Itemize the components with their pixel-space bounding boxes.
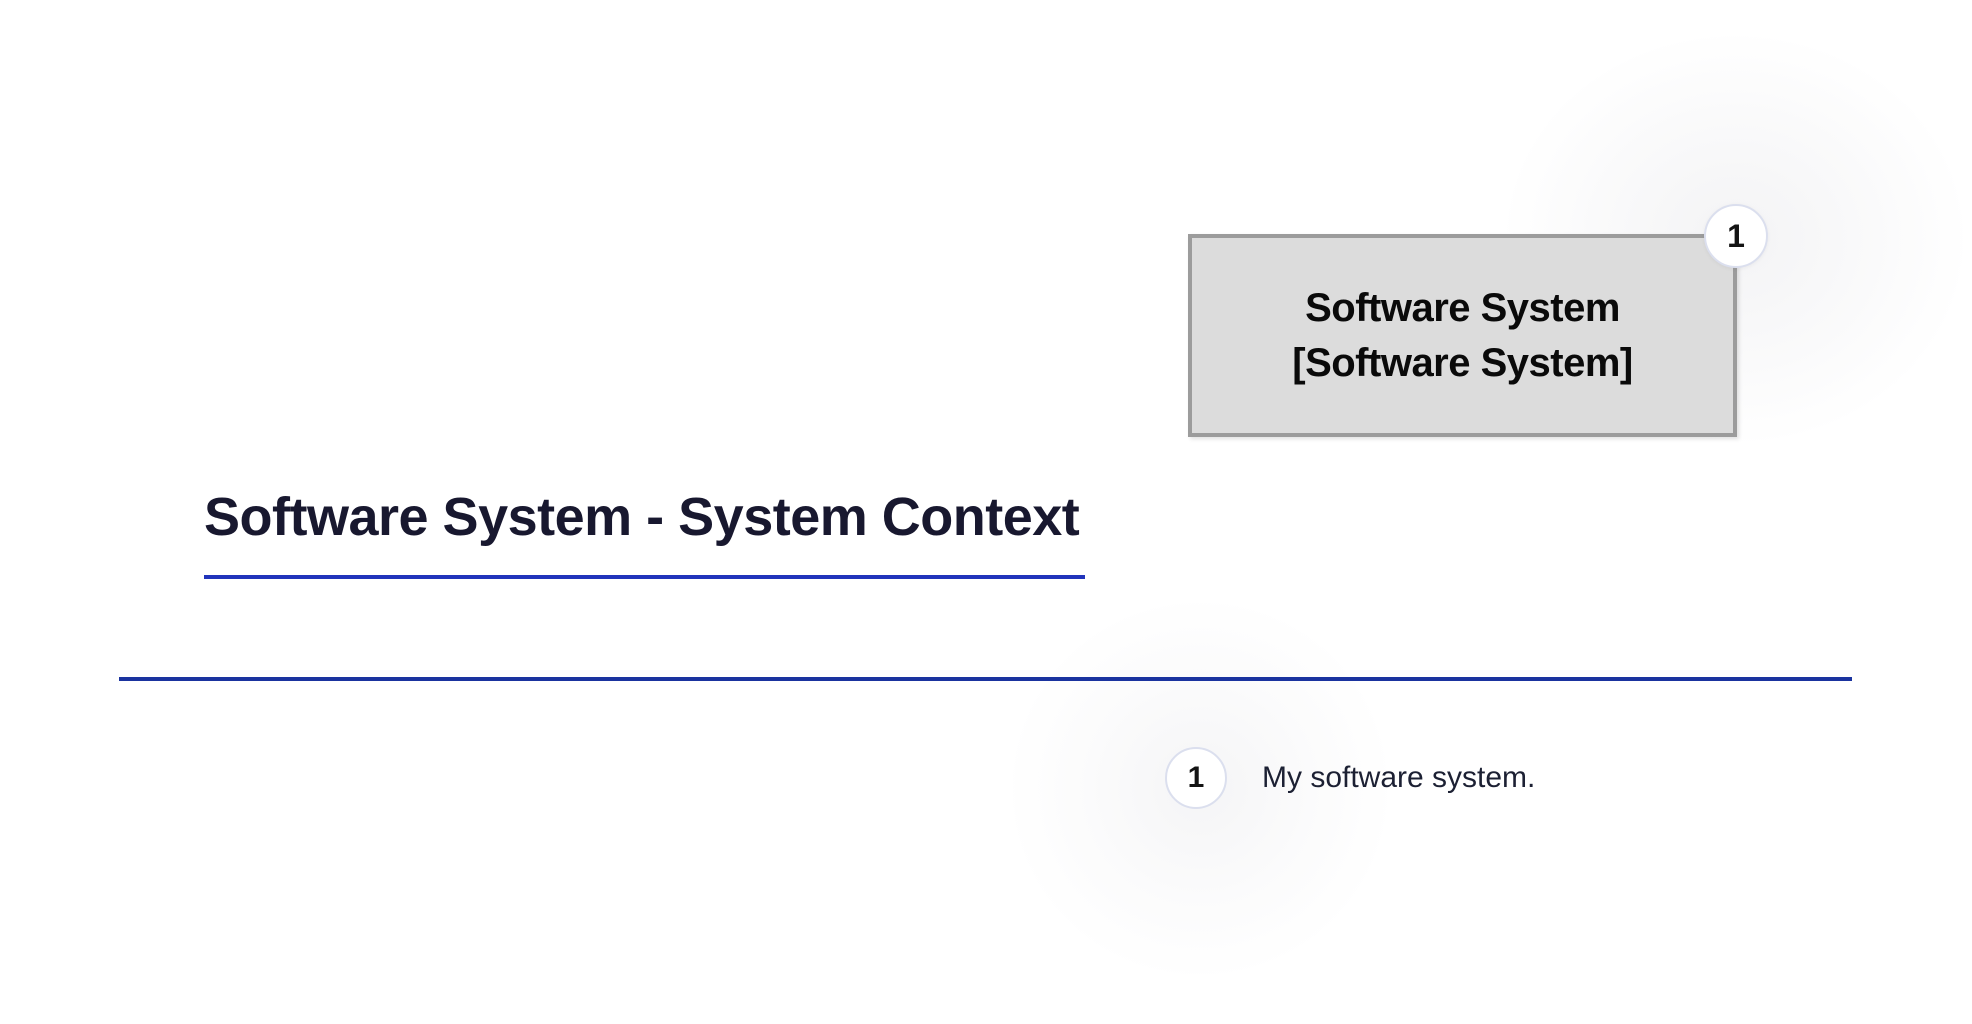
element-number-badge: 1 <box>1704 204 1768 268</box>
legend-badge-glow <box>1005 595 1395 1024</box>
legend-number-badge: 1 <box>1165 747 1227 809</box>
software-system-node-name: Software System <box>1305 285 1620 330</box>
software-system-node[interactable]: Software System [Software System] <box>1188 234 1737 437</box>
diagram-title: Software System - System Context <box>204 484 1086 579</box>
key-divider-line <box>119 677 1852 681</box>
legend-item: 1 My software system. <box>1165 747 1535 809</box>
legend-item-description: My software system. <box>1262 761 1536 794</box>
software-system-node-type-label: [Software System] <box>1292 340 1633 385</box>
